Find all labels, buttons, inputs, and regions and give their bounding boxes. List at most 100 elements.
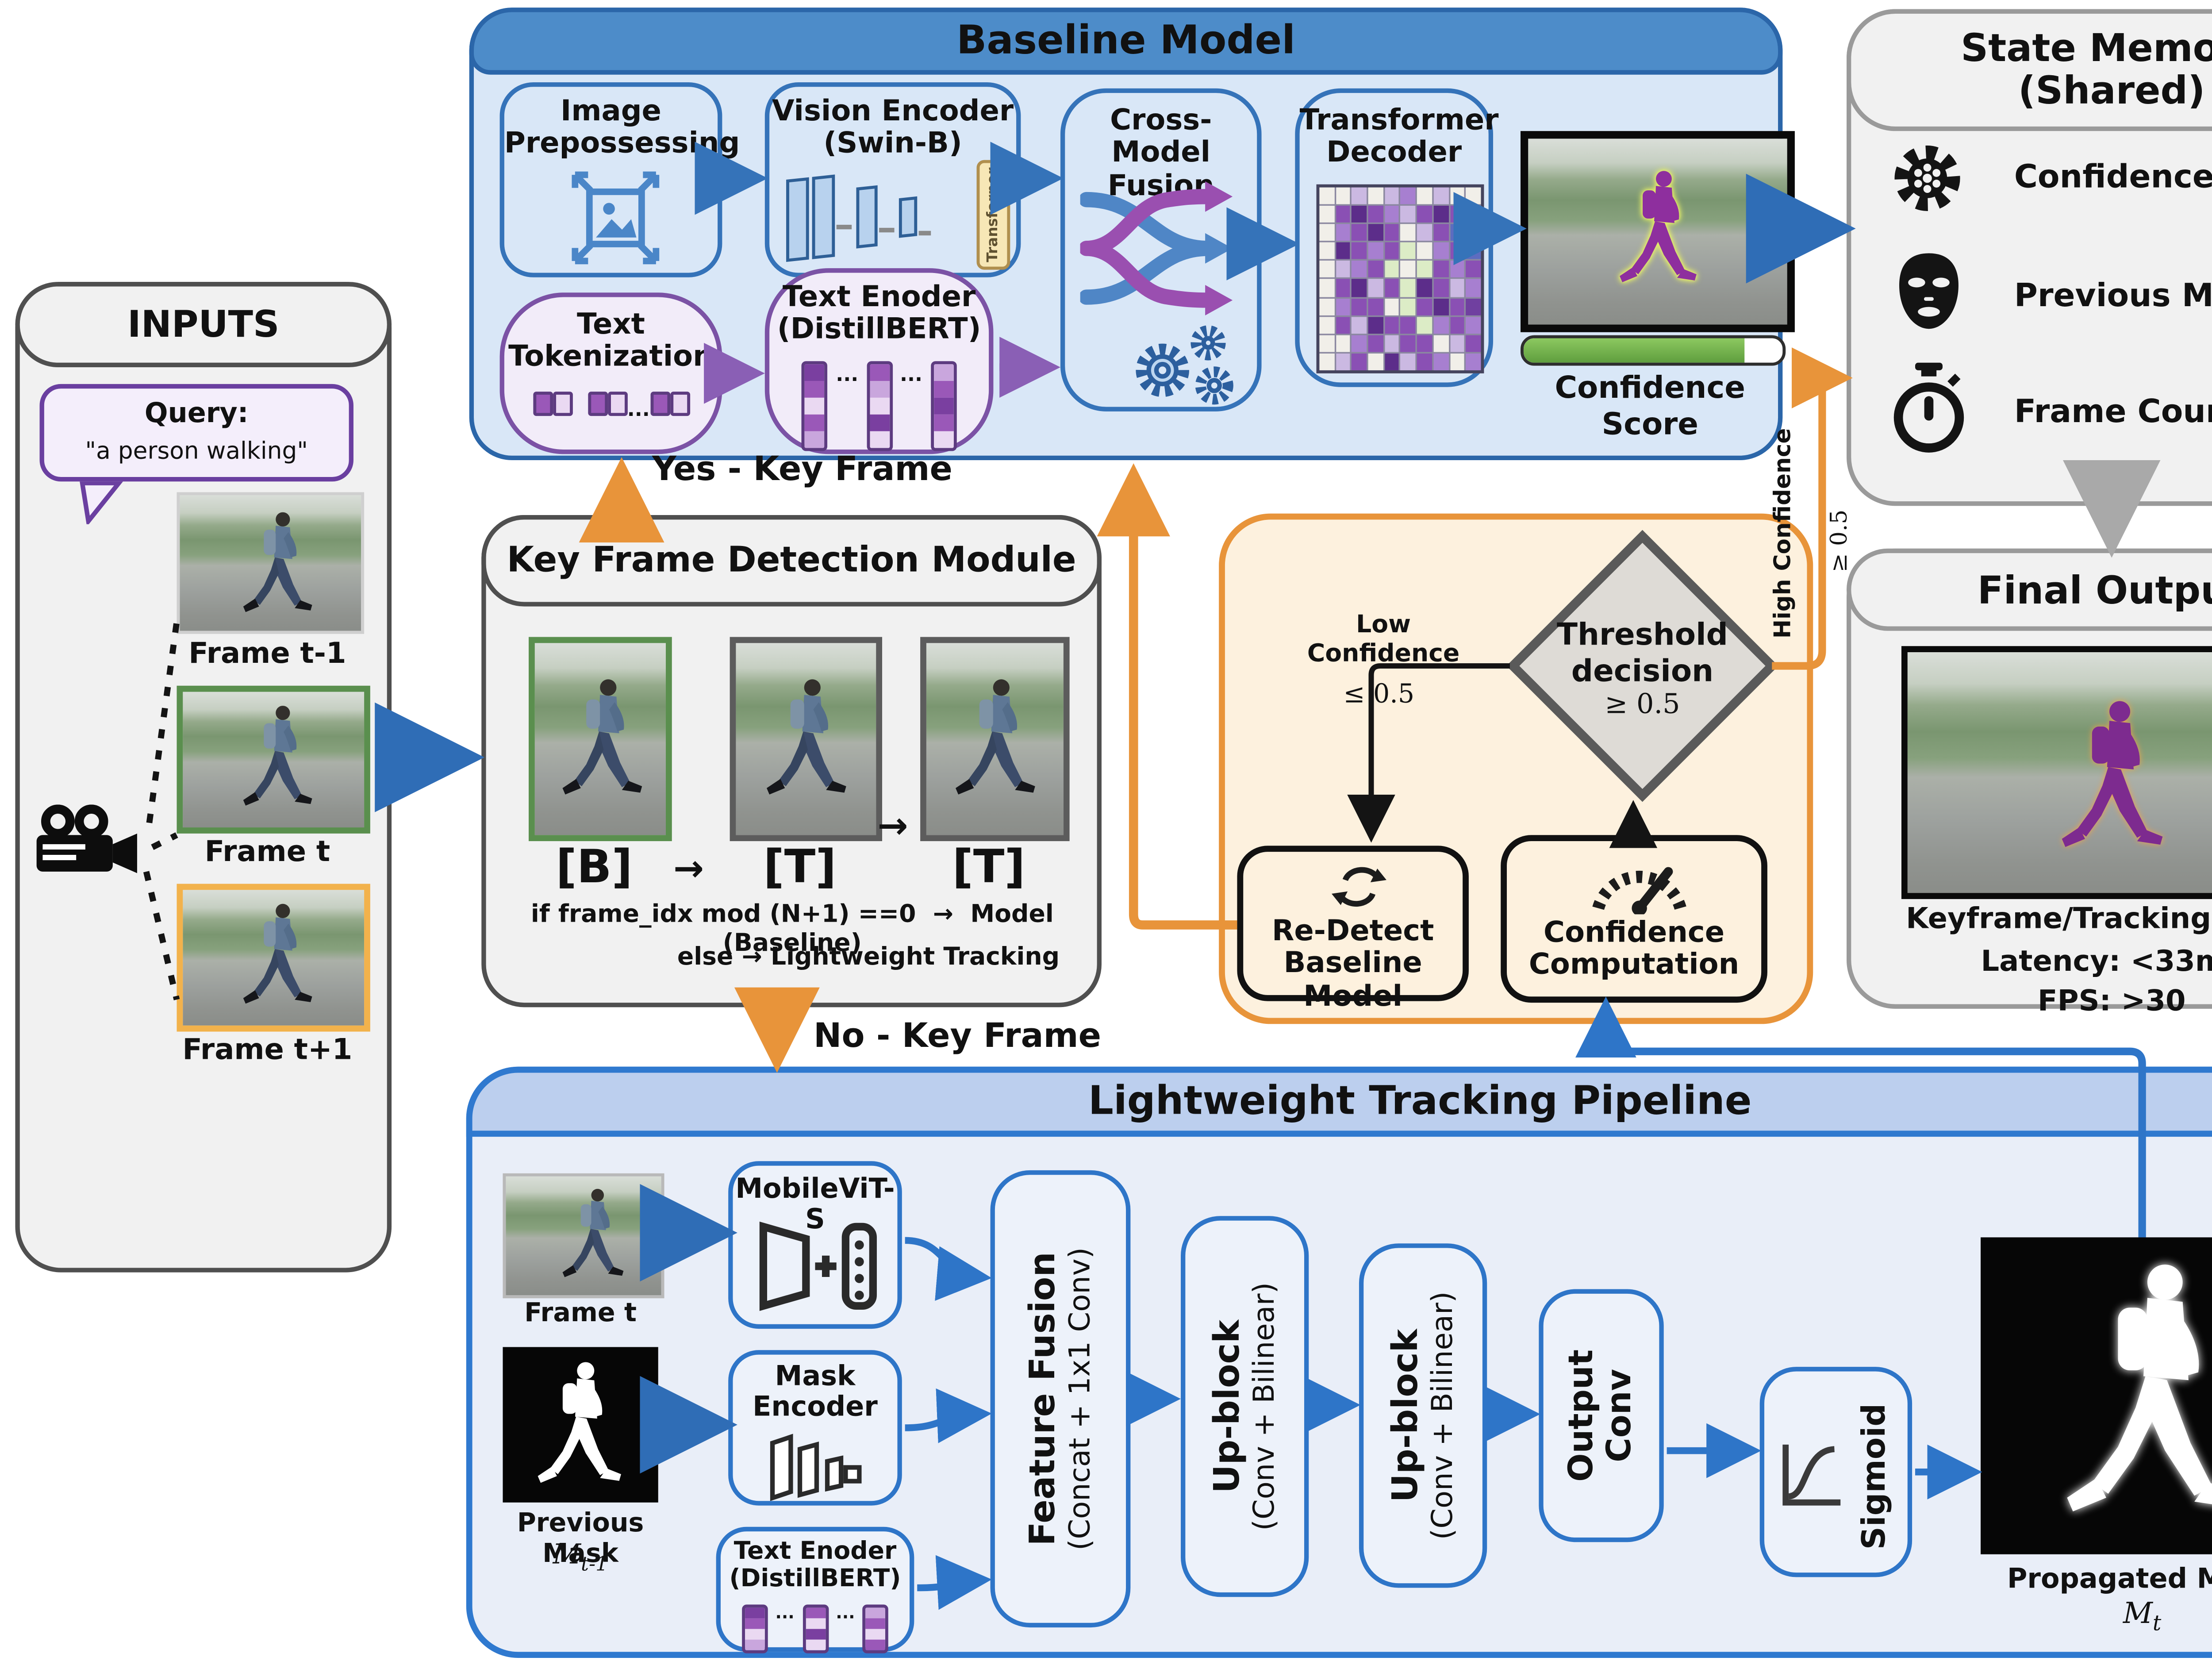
propagated-mask-person bbox=[2067, 1264, 2212, 1511]
heatmap-cell bbox=[1466, 335, 1481, 352]
final-output-image bbox=[1901, 646, 2212, 899]
yes-keyframe-label: Yes - Key Frame bbox=[652, 451, 952, 489]
heatmap-cell bbox=[1319, 316, 1334, 334]
decoder-heatmap bbox=[1316, 184, 1484, 373]
image-preprocessing-line1: Image bbox=[561, 94, 661, 128]
redetect-line1: Re-Detect bbox=[1272, 914, 1434, 948]
ellipsis: ... bbox=[899, 364, 923, 387]
upblock1-box: Up-block (Conv + Bilinear) bbox=[1181, 1216, 1309, 1597]
output-conv-line2: Conv bbox=[1601, 1369, 1640, 1462]
heatmap-cell bbox=[1401, 187, 1416, 204]
mask-encoder-line1: Mask bbox=[775, 1361, 856, 1393]
gears-icon bbox=[1136, 325, 1233, 405]
confcomp-line2: Computation bbox=[1528, 948, 1740, 982]
heatmap-cell bbox=[1433, 224, 1448, 242]
baseline-title: Baseline Model bbox=[469, 8, 1783, 75]
heatmap-cell bbox=[1384, 316, 1400, 334]
keyframe-b-image bbox=[529, 637, 672, 842]
ellipsis: ... bbox=[775, 1603, 795, 1623]
seq-arrow1: → bbox=[673, 847, 704, 890]
heatmap-cell bbox=[1352, 353, 1367, 370]
keyframe-t2-image bbox=[920, 637, 1070, 842]
sigmoid-label: Sigmoid bbox=[1855, 1403, 1893, 1550]
heatmap-cell bbox=[1352, 298, 1367, 315]
decoder-line2: Decoder bbox=[1326, 136, 1462, 170]
tracking-text-encoder-box: Text Enoder (DistillBERT) ... ... bbox=[716, 1527, 914, 1653]
previous-mask-person bbox=[538, 1362, 621, 1483]
tracking-title: Lightweight Tracking Pipeline bbox=[466, 1066, 2212, 1137]
person-photo-figure bbox=[243, 706, 312, 806]
token-column bbox=[741, 1604, 768, 1653]
threshold-line1: Threshold bbox=[1557, 615, 1728, 652]
upblock2-box: Up-block (Conv + Bilinear) bbox=[1359, 1243, 1487, 1588]
image-preprocessing-box: Image Prepossessing bbox=[499, 82, 740, 277]
final-fps: FPS: >30 bbox=[2037, 984, 2186, 1018]
keyframe-t-image bbox=[730, 637, 883, 842]
sigmoid-curve-icon bbox=[1782, 1444, 1841, 1506]
vision-slabs-icon bbox=[786, 174, 931, 262]
state-item-previous-mask: Previous Mask bbox=[2014, 277, 2212, 314]
stopwatch-icon bbox=[1893, 362, 1964, 453]
output-conv-box: Output Conv bbox=[1539, 1289, 1664, 1542]
decoder-line1: Transformer bbox=[1299, 104, 1499, 137]
heatmap-cell bbox=[1450, 353, 1465, 370]
state-item-confidence-value: Confidence Value bbox=[2014, 158, 2212, 195]
heatmap-cell bbox=[1401, 335, 1416, 352]
heatmap-cell bbox=[1466, 206, 1481, 223]
state-item-frame-counter: Frame Counter bbox=[2014, 393, 2212, 430]
sigmoid-box: Sigmoid bbox=[1759, 1367, 1912, 1577]
math-m: M bbox=[553, 1539, 581, 1571]
heatmap-cell bbox=[1401, 206, 1416, 223]
heatmap-cell bbox=[1384, 224, 1400, 242]
heatmap-cell bbox=[1368, 224, 1383, 242]
query-text: "a person walking" bbox=[85, 437, 308, 465]
threshold-text: Threshold decision ≥ 0.5 bbox=[1528, 591, 1757, 743]
ellipsis: ... bbox=[836, 1603, 855, 1623]
propagated-mask-image bbox=[1981, 1237, 2212, 1554]
tokenization-line1: Text bbox=[577, 308, 645, 342]
heatmap-cell bbox=[1433, 242, 1448, 260]
heatmap-cell bbox=[1466, 353, 1481, 370]
feature-fusion-line2: (Concat + 1x1 Conv) bbox=[1063, 1247, 1097, 1551]
rule1-result: Model (Baseline) bbox=[722, 899, 1054, 957]
heatmap-cell bbox=[1384, 298, 1400, 315]
heatmap-cell bbox=[1401, 298, 1416, 315]
token-column bbox=[930, 361, 956, 451]
heatmap-cell bbox=[1368, 353, 1383, 370]
heatmap-cell bbox=[1368, 316, 1383, 334]
heatmap-cell bbox=[1319, 206, 1334, 223]
heatmap-cell bbox=[1466, 187, 1481, 204]
confidence-score-label: Confidence Score bbox=[1555, 369, 1746, 442]
upblock1-line2: (Conv + Bilinear) bbox=[1248, 1282, 1282, 1531]
token bbox=[588, 392, 607, 416]
heatmap-cell bbox=[1352, 261, 1367, 278]
rule1-cond: if frame_idx mod (N+1) ==0 bbox=[530, 899, 916, 928]
baseline-output-image bbox=[1521, 131, 1795, 332]
frame-t1-label: Frame t+1 bbox=[182, 1033, 353, 1067]
high-confidence-label-wrap: High Confidence bbox=[1767, 411, 1798, 655]
heatmap-cell bbox=[1466, 242, 1481, 260]
token-column bbox=[802, 361, 828, 451]
token-columns: ... ... bbox=[721, 1596, 910, 1653]
frame-t-1-image bbox=[177, 492, 365, 634]
no-keyframe-label: No - Key Frame bbox=[814, 1018, 1101, 1056]
heatmap-cell bbox=[1401, 353, 1416, 370]
person-photo-figure bbox=[243, 904, 312, 1004]
math-sub: t bbox=[2152, 1611, 2162, 1637]
transformer-tag-text: Transforner bbox=[985, 167, 1002, 262]
heatmap-cell bbox=[1368, 279, 1383, 297]
seq-b: [B] bbox=[556, 841, 633, 895]
rule-arrow: → bbox=[741, 942, 762, 971]
heatmap-cell bbox=[1352, 224, 1367, 242]
heatmap-cell bbox=[1384, 206, 1400, 223]
rule2-cond: else bbox=[677, 942, 733, 971]
token-strip: ... bbox=[504, 392, 718, 422]
threshold-value: ≥ 0.5 bbox=[1605, 688, 1680, 720]
fusion-arrows-icon bbox=[1080, 181, 1233, 315]
heatmap-cell bbox=[1368, 261, 1383, 278]
image-preprocess-icon bbox=[572, 171, 660, 265]
vision-encoder-line2: (Swin-B) bbox=[823, 127, 962, 161]
heatmap-cell bbox=[1319, 261, 1334, 278]
vision-encoder-box: Vision Encoder (Swin-B) Transforner bbox=[764, 82, 1021, 277]
heatmap-cell bbox=[1417, 316, 1432, 334]
